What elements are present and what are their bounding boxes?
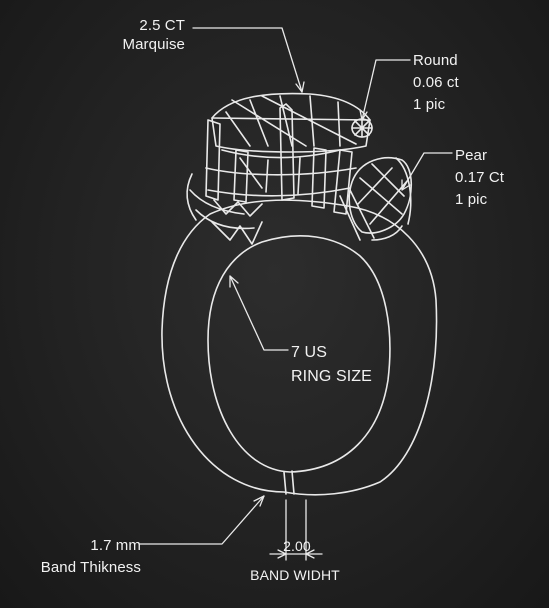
callout-round-stone: Round 0.06 ct 1 pic (413, 50, 459, 116)
callout-pear-stone: Pear 0.17 Ct 1 pic (455, 145, 504, 211)
callout-center-stone: 2.5 CT Marquise (123, 16, 186, 54)
center-stone-carat: 2.5 CT (139, 17, 185, 34)
band-thickness-value: 1.7 mm (90, 537, 141, 554)
dimension-arrow-left (277, 549, 287, 559)
round-stone-shape: Round (413, 52, 458, 69)
leader-ring-size (229, 275, 289, 351)
leader-round (361, 59, 411, 121)
round-stone-count: 1 pic (413, 96, 446, 113)
center-stone-shape: Marquise (122, 36, 185, 53)
arrowhead-pear (401, 179, 411, 191)
pear-stone-count: 1 pic (455, 191, 488, 208)
leader-pear (401, 152, 453, 191)
callout-band-thickness: 1.7 mm Band Thikness (41, 535, 141, 579)
pear-stone-shape: Pear (455, 147, 488, 164)
band-thickness-label: Band Thikness (40, 559, 141, 576)
ring-size-value: 7 US (291, 344, 327, 361)
round-stone-carat: 0.06 ct (413, 74, 459, 91)
callout-ring-size: 7 US RING SIZE (291, 341, 372, 389)
leader-marquise (192, 27, 303, 93)
arrowhead-round (359, 109, 368, 121)
arrowhead-ring-size (229, 275, 239, 288)
callout-leaders (139, 27, 453, 561)
band-width-value: 2.00 (283, 538, 311, 554)
dimension-arrow-right (305, 549, 315, 559)
band-width-label: BAND WIDHT (250, 567, 340, 583)
arrowhead-band-thickness (253, 495, 265, 507)
leader-band-thickness (139, 495, 265, 545)
ring-size-label: RING SIZE (291, 368, 372, 385)
arrowhead-marquise (295, 81, 305, 93)
ring-head (186, 92, 413, 245)
ring-band (161, 199, 438, 496)
pear-stone-carat: 0.17 Ct (455, 169, 505, 186)
